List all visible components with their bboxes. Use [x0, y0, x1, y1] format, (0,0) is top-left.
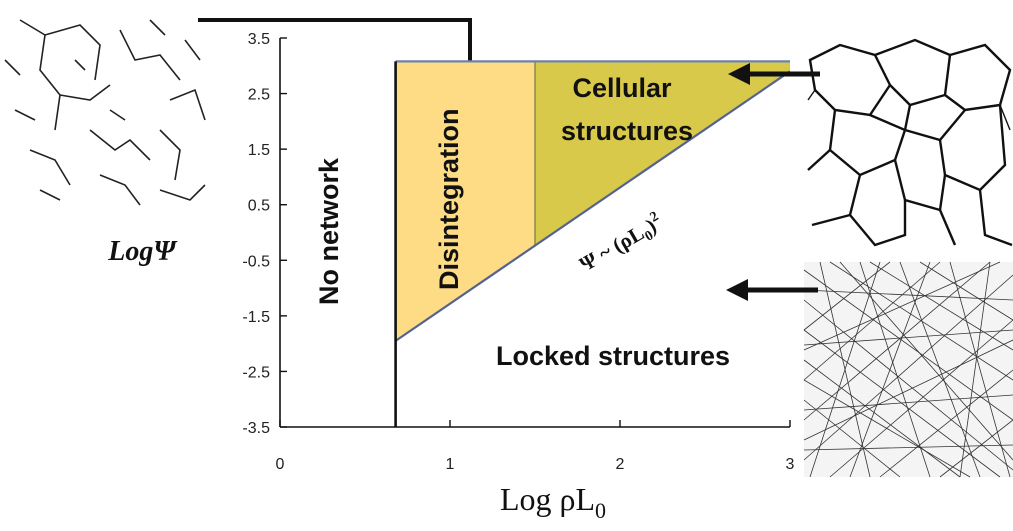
y-tick-label: -2.5: [242, 364, 270, 381]
arrow-cellular: [728, 63, 820, 85]
cellular-label-line1: Cellular: [572, 73, 672, 103]
x-tick-label: 3: [786, 456, 795, 473]
x-ticks: 0 1 2 3: [276, 420, 795, 473]
locked-label: Locked structures: [496, 341, 730, 371]
y-tick-label: -3.5: [242, 420, 270, 437]
y-tick-label: 3.5: [248, 31, 270, 48]
y-tick-label: -1.5: [242, 309, 270, 326]
y-axis-label: LogΨ: [107, 236, 178, 267]
y-ticks: 3.5 2.5 1.5 0.5 -0.5 -1.5 -2.5 -3.5: [242, 31, 287, 437]
x-axis-label: Log ρL0: [500, 481, 606, 523]
cellular-label-line2: structures: [561, 116, 693, 146]
y-tick-label: 2.5: [248, 87, 270, 104]
x-tick-label: 1: [446, 456, 455, 473]
cellular-region: [535, 61, 790, 246]
y-tick-label: 1.5: [248, 142, 270, 159]
scaling-line: [394, 70, 791, 342]
scaling-law-label: Ψ ~ (ρL0)2: [575, 209, 668, 280]
y-tick-label: -0.5: [242, 253, 270, 270]
no-network-label: No network: [314, 157, 344, 305]
sparse-network-image: [4, 19, 206, 206]
cellular-network-image: [804, 32, 1013, 254]
axes: [279, 38, 790, 428]
disintegration-label: Disintegration: [434, 108, 464, 290]
disintegration-region: [395, 61, 535, 341]
arrow-locked: [726, 279, 818, 301]
x-tick-label: 0: [276, 456, 285, 473]
x-tick-label: 2: [616, 456, 625, 473]
y-tick-label: 0.5: [248, 198, 270, 215]
locked-network-image: [803, 261, 1013, 478]
